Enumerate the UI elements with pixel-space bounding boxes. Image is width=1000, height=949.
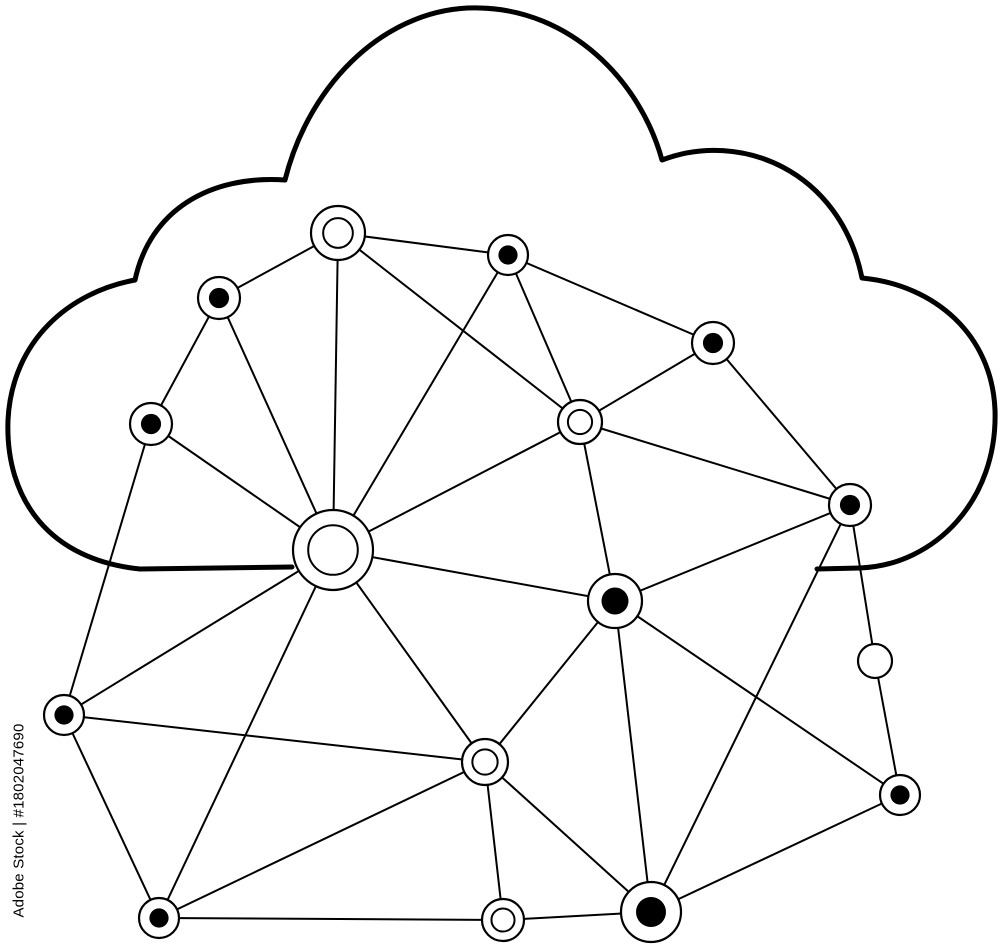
network-edge xyxy=(332,421,581,551)
network-edge xyxy=(849,504,876,662)
network-edge xyxy=(218,297,334,551)
network-node-topright xyxy=(486,233,530,277)
network-node-mid xyxy=(586,572,644,630)
network-edge xyxy=(614,600,901,796)
network-node-left-upper xyxy=(196,275,242,321)
network-node-right xyxy=(827,482,873,528)
network-node-center xyxy=(291,508,375,592)
node-center-dot xyxy=(702,332,724,354)
node-inner-ring xyxy=(566,408,594,436)
network-edge xyxy=(332,254,509,551)
network-edge xyxy=(337,232,581,423)
node-center-dot xyxy=(839,494,861,516)
node-center-dot xyxy=(601,587,629,615)
node-inner-ring xyxy=(490,907,516,933)
network-node-bottom-left xyxy=(137,896,181,940)
network-node-bottom-mid xyxy=(480,897,526,943)
node-center-dot xyxy=(54,705,74,725)
node-center-dot xyxy=(208,287,230,309)
network-edge xyxy=(484,761,652,913)
network-edge xyxy=(579,421,616,602)
network-edge xyxy=(332,549,616,602)
network-node-far-right xyxy=(856,642,894,680)
network-edge xyxy=(158,549,334,919)
network-nodes xyxy=(42,204,922,944)
network-edge xyxy=(63,549,334,716)
network-node-bottom-right xyxy=(619,880,683,944)
node-center-dot xyxy=(890,785,910,805)
network-edge xyxy=(712,342,851,506)
stock-id-watermark: Adobe Stock | #1802047690 xyxy=(4,700,34,940)
network-edge xyxy=(158,761,486,919)
network-edge xyxy=(332,232,339,551)
network-edge xyxy=(650,794,901,913)
network-edge xyxy=(507,254,581,423)
network-node-mid-lower xyxy=(460,737,510,787)
network-edge xyxy=(579,421,851,506)
node-center-dot xyxy=(498,245,518,265)
network-node-top xyxy=(309,204,367,262)
network-node-mid-upper xyxy=(556,398,604,446)
node-inner-ring xyxy=(322,217,354,249)
network-edge xyxy=(484,761,504,921)
network-node-right-upper xyxy=(690,320,736,366)
network-edge xyxy=(507,254,714,344)
node-center-dot xyxy=(140,413,162,435)
cloud-bottom-edge xyxy=(137,564,295,572)
network-edge xyxy=(150,297,220,425)
cloud-outline xyxy=(5,5,998,572)
network-edge xyxy=(614,600,652,913)
stock-id-text: Adobe Stock | #1802047690 xyxy=(10,722,28,918)
network-edge xyxy=(63,423,152,716)
network-edge xyxy=(63,714,486,763)
node-outer-ring xyxy=(856,642,894,680)
network-node-right-lower xyxy=(878,773,922,817)
network-edge xyxy=(874,660,901,796)
network-edge xyxy=(579,342,714,423)
node-inner-ring xyxy=(307,524,359,576)
network-edge xyxy=(332,549,486,763)
network-node-left xyxy=(128,401,174,447)
network-edge xyxy=(484,600,616,763)
network-edges xyxy=(63,232,901,921)
network-edge xyxy=(650,504,851,913)
network-node-far-left xyxy=(42,693,86,737)
node-center-dot xyxy=(149,908,169,928)
network-edge xyxy=(63,714,160,919)
network-edge xyxy=(337,232,509,256)
network-edge xyxy=(614,504,851,602)
network-edge xyxy=(158,917,504,921)
node-center-dot xyxy=(636,897,666,927)
node-inner-ring xyxy=(471,748,499,776)
